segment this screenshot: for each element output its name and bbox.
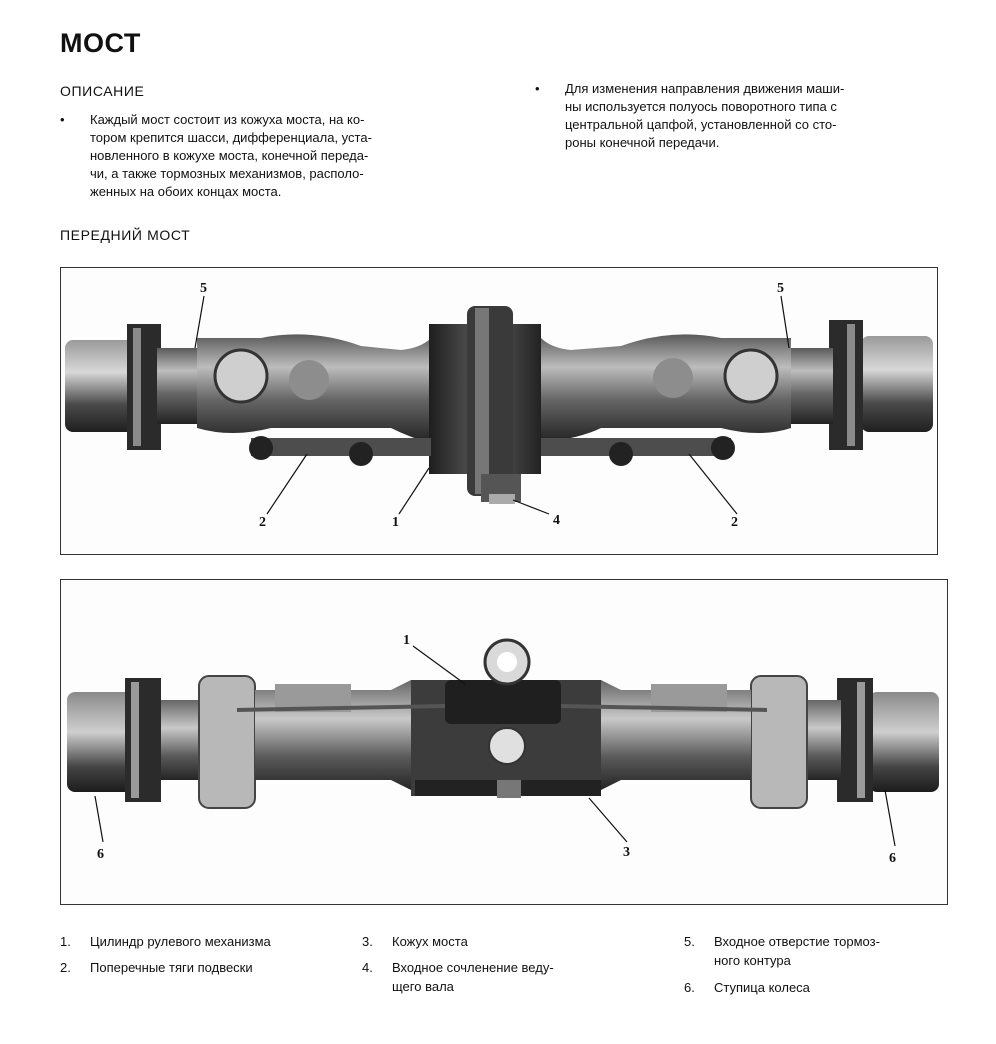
bullet-left: • Каждый мост состоит из кожуха моста, н… bbox=[60, 111, 480, 211]
legend-text: Ступица колеса bbox=[714, 980, 810, 995]
callout-6-right: 6 bbox=[889, 851, 896, 866]
legend-text: Входное отверстие тормоз- ного контура bbox=[714, 932, 880, 970]
axle-illustration-top: 5 5 2 1 4 2 bbox=[65, 281, 933, 530]
legend-item-3: 3. Кожух моста bbox=[362, 932, 642, 952]
bullet-line: центральной цапфой, установленной со сто… bbox=[565, 117, 837, 132]
legend-text: Входное сочленение веду- щего вала bbox=[392, 958, 554, 996]
bullet-line: роны конечной передачи. bbox=[565, 135, 720, 150]
legend-number: 3. bbox=[362, 934, 373, 949]
callout-6-left: 6 bbox=[97, 847, 104, 862]
bullet-line: Для изменения направления движения маши- bbox=[565, 81, 845, 96]
legend-line: ного контура bbox=[714, 953, 791, 968]
legend-text: Поперечные тяги подвески bbox=[90, 960, 253, 975]
wheel-hub-left bbox=[65, 324, 197, 450]
legend-line: Входное отверстие тормоз- bbox=[714, 934, 880, 949]
axle-illustration-bottom: 1 6 3 6 bbox=[67, 633, 939, 866]
leader-lines-bottom bbox=[94, 645, 896, 847]
wheel-hub-right bbox=[837, 678, 939, 802]
bullet-line: ны используется полуось поворотного типа… bbox=[565, 99, 837, 114]
callout-3: 3 bbox=[623, 845, 630, 860]
legend-number: 1. bbox=[60, 934, 71, 949]
page-title: МОСТ bbox=[60, 28, 141, 58]
legend-number: 5. bbox=[684, 934, 695, 949]
bullet-line: тором крепится шасси, дифференциала, уст… bbox=[90, 130, 372, 145]
legend-item-6: 6. Ступица колеса bbox=[684, 978, 964, 998]
legend-line: Входное сочленение веду- bbox=[392, 960, 554, 975]
bullet-marker: • bbox=[60, 112, 65, 127]
legend-item-4: 4. Входное сочленение веду- щего вала bbox=[362, 958, 652, 998]
legend-item-2: 2. Поперечные тяги подвески bbox=[60, 958, 340, 978]
legend-item-5: 5. Входное отверстие тормоз- ного контур… bbox=[684, 932, 974, 972]
bullet-line: Каждый мост состоит из кожуха моста, на … bbox=[90, 112, 365, 127]
section-heading-description: ОПИСАНИЕ bbox=[60, 83, 145, 99]
callout-4: 4 bbox=[553, 513, 560, 528]
callout-5-right: 5 bbox=[777, 281, 784, 296]
bullet-text: Каждый мост состоит из кожуха моста, на … bbox=[90, 111, 372, 201]
callout-1: 1 bbox=[403, 633, 410, 648]
differential-housing bbox=[429, 306, 541, 504]
callout-2-left: 2 bbox=[259, 515, 266, 530]
figure-front-axle-top: 5 5 2 1 4 2 bbox=[60, 267, 938, 555]
callout-5-left: 5 bbox=[200, 281, 207, 296]
legend-text: Цилиндр рулевого механизма bbox=[90, 934, 271, 949]
legend-number: 4. bbox=[362, 960, 373, 975]
legend-number: 2. bbox=[60, 960, 71, 975]
legend-number: 6. bbox=[684, 980, 695, 995]
steering-cylinder bbox=[445, 638, 561, 765]
callout-2-right: 2 bbox=[731, 515, 738, 530]
legend-line: щего вала bbox=[392, 979, 454, 994]
wheel-hub-left bbox=[67, 678, 161, 802]
wheel-hub-right bbox=[791, 320, 933, 450]
bullet-right: • Для изменения направления движения маш… bbox=[535, 80, 965, 160]
bullet-marker: • bbox=[535, 81, 540, 96]
bullet-text: Для изменения направления движения маши-… bbox=[565, 80, 844, 152]
figure-front-axle-bottom: 1 6 3 6 bbox=[60, 579, 948, 905]
bullet-line: новленного в кожухе моста, конечной пере… bbox=[90, 148, 369, 163]
suspension-rod-right bbox=[541, 436, 735, 466]
legend-text: Кожух моста bbox=[392, 934, 468, 949]
section-heading-front-axle: ПЕРЕДНИЙ МОСТ bbox=[60, 227, 191, 243]
leader-lines-top bbox=[194, 295, 790, 515]
bullet-line: чи, а также тормозных механизмов, распол… bbox=[90, 166, 364, 181]
legend-item-1: 1. Цилиндр рулевого механизма bbox=[60, 932, 340, 952]
callout-1: 1 bbox=[392, 515, 399, 530]
suspension-rod-left bbox=[249, 436, 431, 466]
bullet-line: женных на обоих концах моста. bbox=[90, 184, 282, 199]
